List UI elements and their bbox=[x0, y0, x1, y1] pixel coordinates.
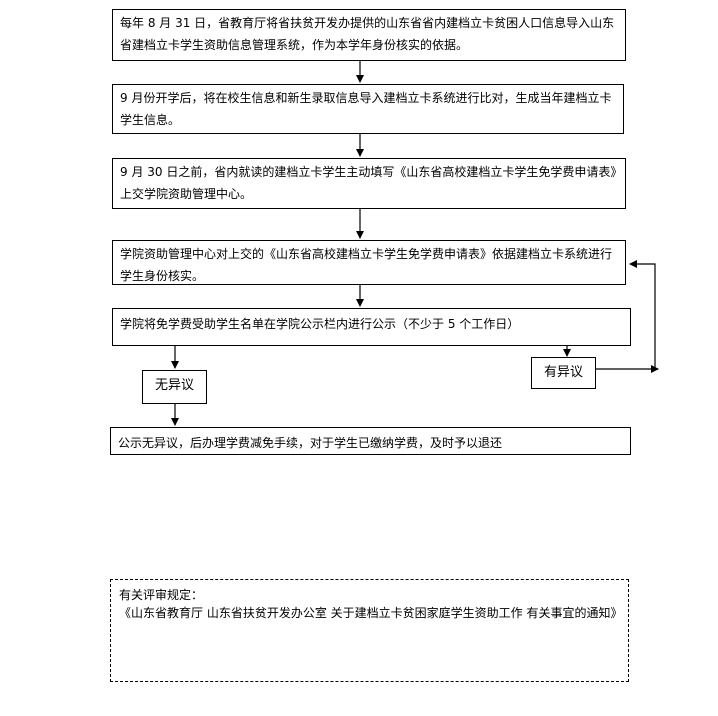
objection-label: 有异议 bbox=[531, 357, 596, 389]
no-objection-label: 无异议 bbox=[142, 370, 207, 404]
step-import-poverty-data: 每年 8 月 31 日，省教育厅将省扶贫开发办提供的山东省省内建档立卡贫困人口信… bbox=[112, 9, 626, 61]
regulation-note: 有关评审规定： 《山东省教育厅 山东省扶贫开发办公室 关于建档立卡贫困家庭学生资… bbox=[110, 579, 629, 682]
step-public-notice: 学院将免学费受助学生名单在学院公示栏内进行公示（不少于 5 个工作日） bbox=[112, 308, 631, 346]
regulation-heading: 有关评审规定： bbox=[119, 588, 204, 602]
step-fee-exemption: 公示无异议，后办理学费减免手续，对于学生已缴纳学费，及时予以退还 bbox=[110, 427, 631, 455]
step-submit-application: 9 月 30 日之前，省内就读的建档立卡学生主动填写《山东省高校建档立卡学生免学… bbox=[112, 158, 626, 209]
step-compare-student-info: 9 月份开学后，将在校生信息和新生录取信息导入建档立卡系统进行比对，生成当年建档… bbox=[112, 84, 624, 134]
arrow-objection-loop-to-step4 bbox=[629, 260, 656, 369]
step-verify-identity: 学院资助管理中心对上交的《山东省高校建档立卡学生免学费申请表》依据建档立卡系统进… bbox=[112, 240, 626, 285]
regulation-document-title: 《山东省教育厅 山东省扶贫开发办公室 关于建档立卡贫困家庭学生资助工作 有关事宜… bbox=[119, 606, 623, 620]
